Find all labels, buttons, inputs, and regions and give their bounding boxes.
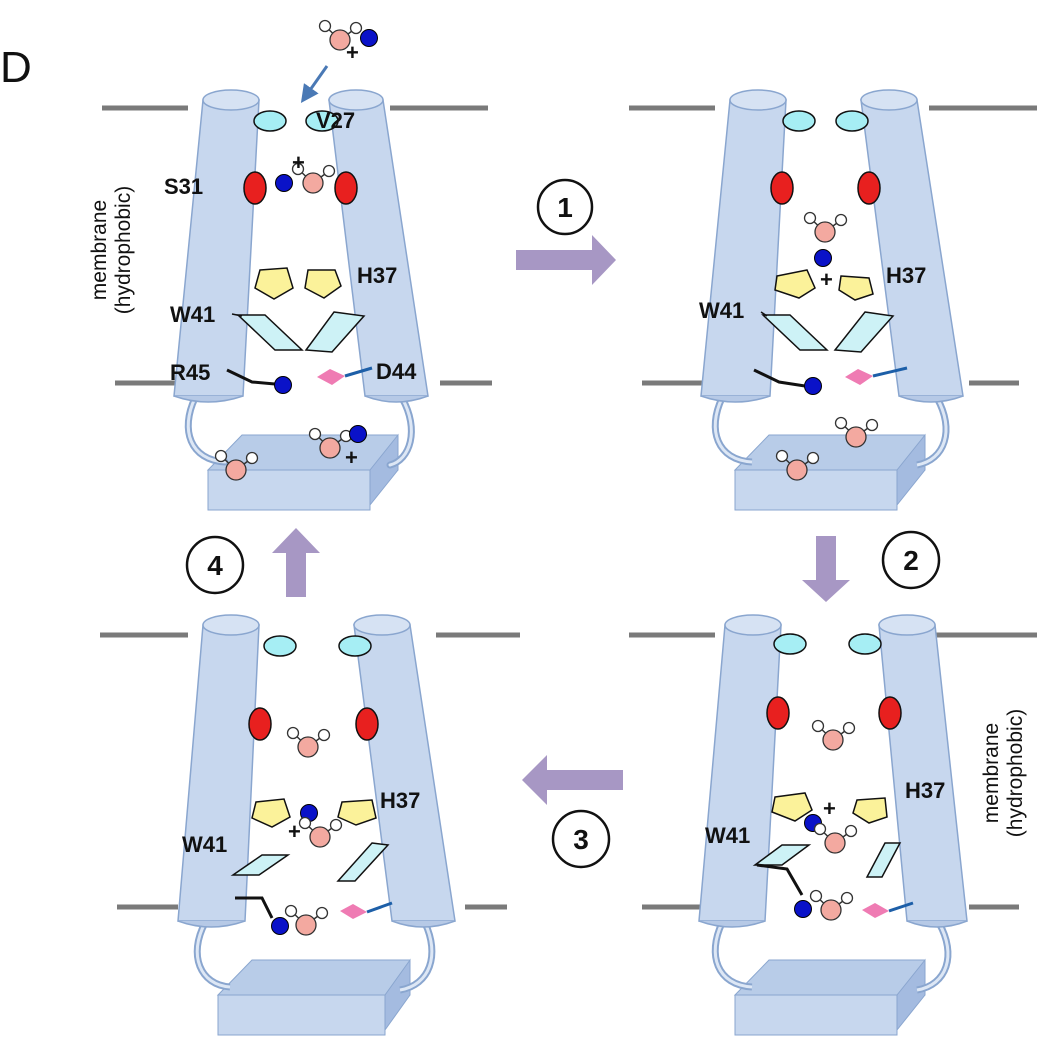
- charge-sign: +: [345, 445, 358, 470]
- helix-left: [173, 89, 260, 403]
- charge-sign: +: [346, 40, 359, 65]
- h37-residue: [304, 269, 342, 299]
- d44-residue: [317, 369, 345, 385]
- label-r45: R45: [170, 360, 210, 385]
- panel-top-left: + + + V27 S31 H37 W41 R45 D44: [102, 19, 492, 511]
- step-arrow-3: [522, 755, 623, 805]
- label-w41: W41: [182, 832, 227, 857]
- r45-sidechain: [226, 368, 276, 386]
- entry-arrow: [300, 65, 329, 103]
- label-s31: S31: [164, 174, 203, 199]
- step-arrow-1: [516, 235, 616, 285]
- step-marker-1: 1: [536, 178, 594, 236]
- membrane-label-left: membrane (hydrophobic): [88, 186, 135, 314]
- panel-letter: D: [0, 43, 32, 92]
- charge-sign: +: [823, 796, 836, 821]
- step-marker-2: 2: [881, 530, 941, 590]
- svg-text:2: 2: [903, 545, 919, 576]
- svg-text:1: 1: [557, 192, 573, 223]
- step-arrow-2: [802, 536, 850, 602]
- s31-residue: [334, 171, 358, 205]
- v27-residue: [305, 110, 339, 132]
- label-w41: W41: [699, 298, 744, 323]
- w41-residue: [304, 311, 366, 353]
- h37-residue: [254, 267, 294, 300]
- step-marker-3: 3: [551, 809, 611, 869]
- svg-text:membrane: membrane: [88, 200, 111, 300]
- svg-text:4: 4: [207, 550, 223, 581]
- step-marker-4: 4: [185, 535, 245, 595]
- label-w41: W41: [705, 823, 750, 848]
- panel-bottom-right: + H37 W41: [629, 614, 1037, 1036]
- label-d44: D44: [376, 359, 417, 384]
- step-arrow-4: [272, 528, 320, 597]
- svg-text:(hydrophobic): (hydrophobic): [112, 186, 135, 314]
- label-v27: V27: [316, 108, 355, 133]
- label-w41: W41: [170, 302, 215, 327]
- membrane-label-right: membrane (hydrophobic): [980, 709, 1027, 837]
- label-h37: H37: [380, 788, 420, 813]
- s31-residue: [243, 171, 267, 205]
- v27-residue: [253, 110, 287, 132]
- label-h37: H37: [905, 778, 945, 803]
- label-h37: H37: [357, 263, 397, 288]
- svg-text:3: 3: [573, 824, 589, 855]
- helix-right: [328, 89, 429, 403]
- panel-bottom-left: + H37 W41: [100, 614, 520, 1036]
- label-h37: H37: [886, 263, 926, 288]
- svg-text:(hydrophobic): (hydrophobic): [1004, 709, 1027, 837]
- membrane-lines: [102, 105, 492, 386]
- w41-residue: [236, 314, 304, 351]
- svg-text:membrane: membrane: [980, 723, 1003, 823]
- panel-top-right: + H37 W41: [629, 89, 1037, 511]
- charge-sign: +: [820, 267, 833, 292]
- charge-sign: +: [288, 819, 301, 844]
- charge-sign: +: [292, 150, 305, 175]
